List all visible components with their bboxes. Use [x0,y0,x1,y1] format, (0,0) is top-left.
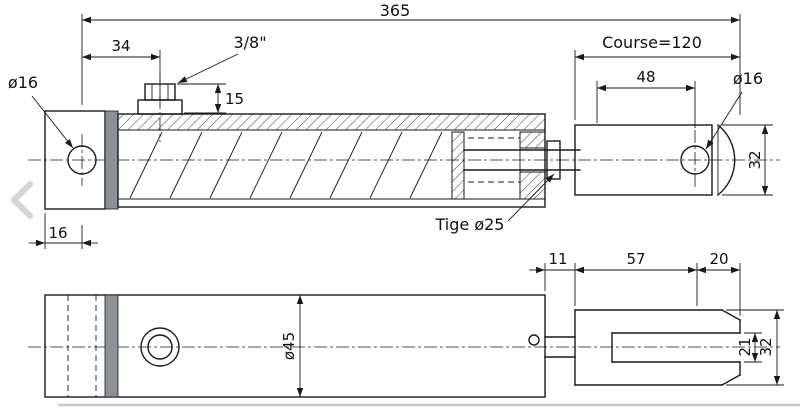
port-thread-label: 3/8" [233,33,266,52]
plan-view-dimensions: 11 57 20 ø45 21 32 [280,250,784,397]
dim-port-offset: 34 [111,37,130,55]
plan-view: 11 57 20 ø45 21 32 [28,250,784,398]
dim-port-height: 15 [225,90,244,108]
hydraulic-port [137,74,183,142]
side-view-dimensions: 365 34 3/8" 15 Course=120 48 ø16 [8,1,773,249]
rod-label: Tige ø25 [435,215,505,234]
dim-end-to-hole: 16 [48,224,67,242]
weld-seam [104,110,119,210]
dim-overall-length: 365 [380,1,411,20]
spring-coils [129,131,443,199]
dim-rod-exposed: 11 [548,250,567,268]
dim-tip-to-hole: 20 [709,250,728,268]
bleed-hole [528,334,540,346]
chevron-left-watermark [11,181,33,219]
port-boss-outer [140,327,180,367]
dim-slot-width: 21 [736,337,754,356]
weld-seam-plan [104,294,119,398]
dim-eye-dia-right: ø16 [733,69,763,88]
dim-eye-dia-left: ø16 [8,73,38,92]
dim-body-diameter: ø45 [280,332,298,360]
clevis-fork-plan [574,309,741,386]
tube-top-wall-hatch [117,113,546,131]
dim-clevis-width-plan: 32 [757,337,775,356]
stroke-label: Course=120 [602,33,702,52]
piston-assembly [451,131,581,200]
rod-clevis [574,124,736,196]
dim-clevis-width-side: 32 [746,150,764,169]
dim-clevis-length: 57 [626,250,645,268]
side-view: 365 34 3/8" 15 Course=120 48 ø16 [8,1,780,249]
port-boss-inner [147,334,173,360]
dim-eye-to-face: 48 [636,68,655,86]
cylinder-body-plan [44,294,546,398]
